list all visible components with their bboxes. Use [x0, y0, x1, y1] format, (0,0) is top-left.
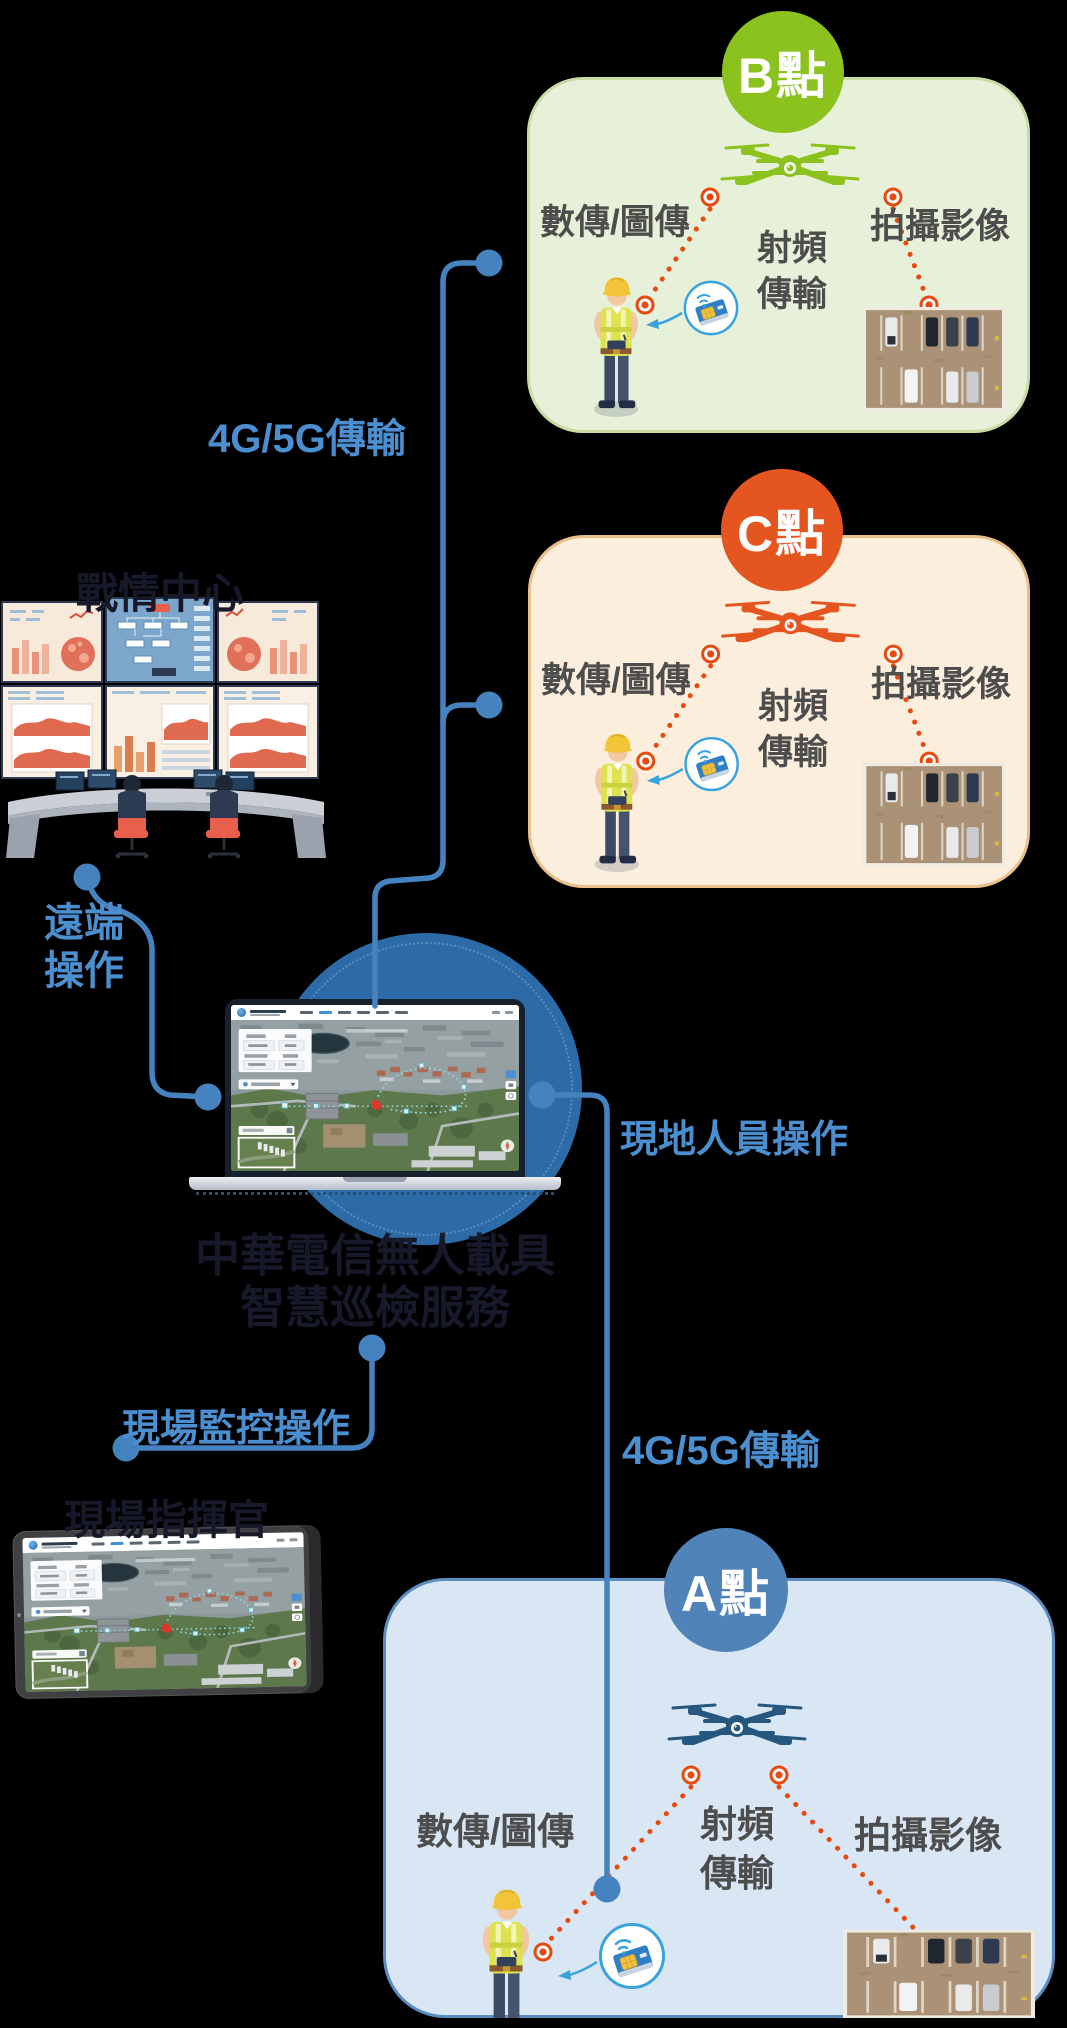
remote-operation-line2: 操作	[44, 949, 124, 993]
parking-lot-photo	[843, 1930, 1035, 2018]
signal-node-icon	[635, 295, 655, 315]
site-c-illustration	[528, 535, 1006, 888]
rf-line1: 射頻	[756, 229, 827, 268]
parking-lot-photo	[863, 307, 1005, 411]
app-header	[231, 1005, 519, 1020]
control-room-illustration	[1, 597, 326, 859]
parking-lot-photo	[863, 763, 1006, 867]
tablet-map-app	[12, 1524, 324, 1700]
site-badge-a: A點	[664, 1528, 788, 1652]
remote-operation-line1: 遠端	[44, 901, 124, 945]
drone-icon	[669, 1705, 805, 1745]
site-a-illustration	[383, 1578, 1055, 2018]
transmission-4g5g-top-label: 4G/5G傳輸	[208, 417, 406, 461]
signal-node-icon	[681, 1765, 701, 1785]
rf-transmission-label: 射頻 傳輸	[733, 684, 853, 776]
operator-right	[206, 775, 241, 859]
site-b-illustration	[527, 77, 1005, 433]
drone-icon	[722, 145, 858, 185]
field-commander-title: 現場指揮官	[64, 1497, 269, 1543]
app-user-menu	[492, 1011, 513, 1014]
site-badge-b-label: B點	[737, 48, 829, 104]
inspection-app-screen	[231, 1005, 519, 1171]
capture-image-label: 拍攝影像	[854, 1815, 1002, 1856]
laptop-base-shadow	[196, 1192, 554, 1195]
site-box-b: B點 數傳/圖傳 射頻 傳輸 拍攝影像	[527, 11, 1030, 433]
capture-image-label: 拍攝影像	[870, 207, 1011, 246]
data-link-label: 數傳/圖傳	[540, 203, 690, 242]
data-link-label: 數傳/圖傳	[416, 1811, 575, 1852]
site-box-a: A點 數傳/圖傳 射頻 傳輸 拍攝影像	[383, 1528, 1055, 2018]
site-badge-b: B點	[722, 11, 844, 133]
app-nav-menu	[300, 1011, 408, 1014]
field-worker-figure	[594, 278, 638, 417]
service-name-title: 中華電信無人載具 智慧巡檢服務	[155, 1230, 595, 1334]
rf-line1: 射頻	[757, 687, 828, 726]
remote-operation-label: 遠端 操作	[44, 899, 124, 995]
transmission-4g5g-bottom-label: 4G/5G傳輸	[622, 1429, 820, 1473]
service-name-line2: 智慧巡檢服務	[239, 1282, 510, 1334]
operator-left	[114, 775, 149, 859]
site-badge-c: C點	[721, 469, 843, 591]
rf-transmission-label: 射頻 傳輸	[732, 226, 852, 318]
signal-node-icon	[701, 644, 721, 664]
site-badge-a-label: A點	[680, 1566, 772, 1622]
service-name-line1: 中華電信無人載具	[194, 1230, 555, 1281]
rf-line2: 傳輸	[757, 733, 828, 773]
tablet-app-screen	[22, 1532, 307, 1692]
capture-image-label: 拍攝影像	[871, 665, 1012, 704]
desk-monitors	[55, 769, 255, 791]
data-link-label: 數傳/圖傳	[541, 661, 691, 700]
laptop-base	[189, 1177, 561, 1190]
video-wall	[1, 597, 319, 779]
sim-card-icon	[599, 1923, 665, 1989]
site-box-c: C點 數傳/圖傳 射頻 傳輸 拍攝影像	[528, 469, 1030, 888]
rf-line2: 傳輸	[700, 1852, 774, 1894]
site-badge-c-label: C點	[736, 506, 828, 562]
rf-line2: 傳輸	[756, 275, 827, 315]
onsite-personnel-operation-label: 現地人員操作	[620, 1119, 849, 1161]
drone-icon	[723, 602, 859, 642]
field-worker-figure	[482, 1890, 530, 2018]
map-3d-view	[231, 1020, 519, 1171]
app-user-menu	[276, 1538, 298, 1542]
signal-node-icon	[700, 187, 720, 207]
rf-line1: 射頻	[700, 1804, 774, 1845]
command-center-title: 戰情中心	[76, 570, 245, 617]
app-logo-icon	[237, 1008, 246, 1017]
signal-node-icon	[769, 1765, 789, 1785]
laptop-map-app	[225, 999, 525, 1177]
signal-node-icon	[533, 1942, 553, 1962]
field-worker-figure	[595, 734, 639, 872]
sim-card-icon	[683, 280, 739, 336]
console-desk	[6, 788, 326, 858]
signal-node-icon	[636, 751, 656, 771]
map-3d-view	[23, 1547, 307, 1692]
app-logo-icon	[28, 1540, 38, 1550]
onsite-monitoring-operation-label: 現場監控操作	[122, 1408, 351, 1450]
app-logo-text	[250, 1009, 286, 1016]
rf-transmission-label: 射頻 傳輸	[674, 1801, 800, 1899]
sim-card-icon	[684, 736, 739, 792]
